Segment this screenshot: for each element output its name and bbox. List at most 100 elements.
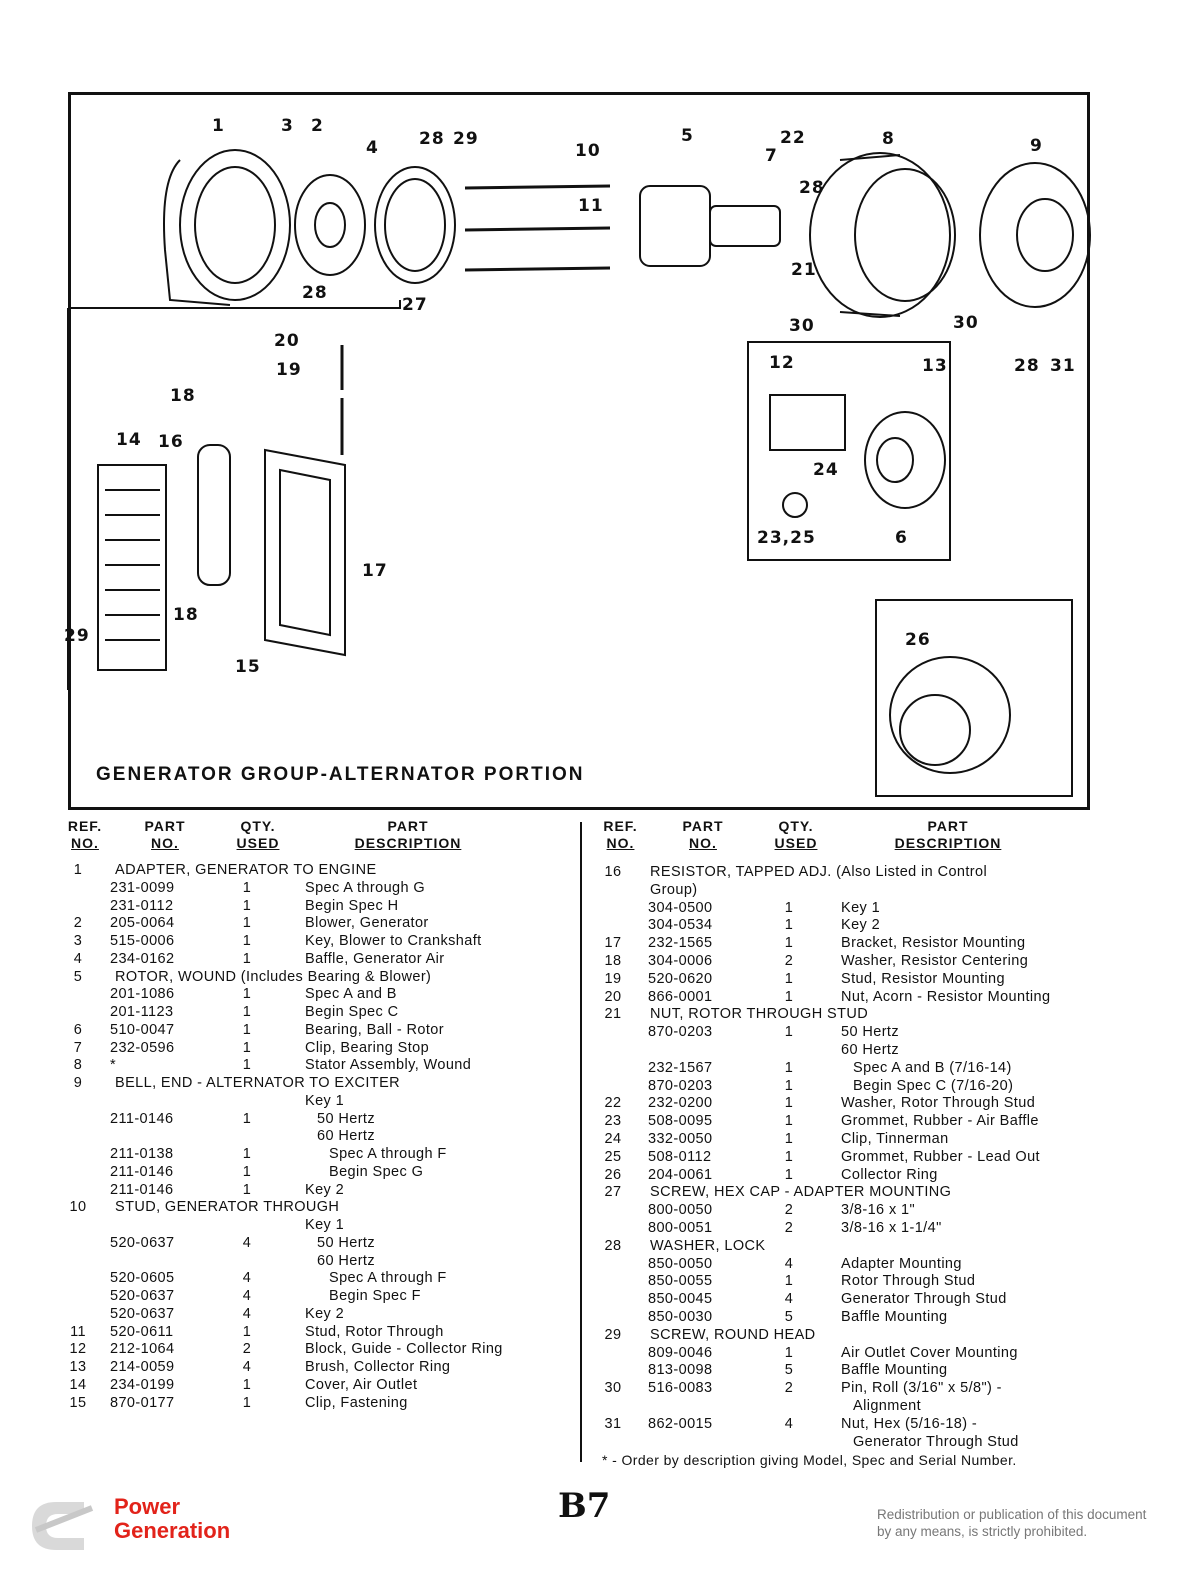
ref-number: 13 [69, 1359, 87, 1375]
part-description: Grommet, Rubber - Lead Out [841, 1148, 1040, 1165]
part-number: 211-0146 [110, 1110, 174, 1127]
ref-number: 23 [604, 1113, 622, 1130]
part-number: 800-0050 [648, 1202, 713, 1219]
stator-drawing [809, 152, 951, 318]
part-number: 510-0047 [110, 1021, 175, 1038]
qty-used: 1 [242, 1181, 252, 1198]
callout: 4 [366, 138, 379, 158]
part-number: 232-0596 [110, 1039, 175, 1056]
figure-title: GENERATOR GROUP-ALTERNATOR PORTION [96, 764, 585, 785]
qty-used: 4 [784, 1255, 794, 1272]
part-description: 50 Hertz [317, 1110, 375, 1127]
part-number: 232-0200 [648, 1095, 713, 1112]
ref-number: 22 [604, 1095, 622, 1112]
ref-number: 11 [70, 1323, 86, 1340]
part-number: 870-0203 [648, 1077, 713, 1094]
part-number: 866-0001 [648, 988, 713, 1005]
part-number: 304-0500 [648, 899, 713, 916]
part-number: 201-1086 [110, 986, 175, 1003]
page-number: B7 [558, 1486, 611, 1526]
part-description: Group) [650, 881, 698, 898]
qty-used: 1 [242, 1376, 252, 1393]
part-number: 813-0098 [648, 1362, 713, 1379]
part-number: 870-0203 [648, 1024, 713, 1041]
part-description: Generator Through Stud [853, 1433, 1019, 1450]
part-description: Baffle Mounting [841, 1362, 948, 1379]
part-description: Clip, Fastening [305, 1394, 408, 1411]
baffle-drawing [374, 166, 456, 284]
part-description: Air Outlet Cover Mounting [841, 1344, 1018, 1361]
part-number: 232-1567 [648, 1059, 713, 1076]
qty-used: 2 [784, 953, 794, 969]
ref-number: 29 [604, 1326, 622, 1343]
part-number: 809-0046 [648, 1344, 713, 1361]
part-number: 201-1123 [110, 1004, 174, 1020]
part-description: Begin Spec H [305, 897, 399, 914]
part-description: 50 Hertz [841, 1024, 899, 1041]
part-description: Begin Spec F [329, 1288, 421, 1304]
callout: 21 [791, 260, 817, 280]
part-description: Spec A through F [329, 1146, 447, 1162]
qty-used: 1 [784, 1131, 794, 1147]
callout: 3 [281, 116, 294, 136]
part-description: Block, Guide - Collector Ring [305, 1341, 503, 1358]
qty-used: 1 [784, 1113, 794, 1130]
part-description: 60 Hertz [317, 1128, 375, 1145]
ref-number: 9 [73, 1075, 83, 1091]
qty-used: 1 [784, 1148, 794, 1165]
part-description: Alignment [853, 1398, 922, 1414]
exploded-view-drawing [67, 149, 1091, 797]
logo-line-2: Generation [114, 1518, 231, 1543]
part-description: Begin Spec C [305, 1004, 399, 1020]
ref-number: 31 [604, 1415, 622, 1432]
part-description: Generator Through Stud [841, 1291, 1007, 1308]
part-description: 60 Hertz [841, 1042, 899, 1058]
part-description: Key, Blower to Crankshaft [305, 933, 482, 949]
qty-used: 1 [784, 1024, 794, 1041]
ref-number: 24 [604, 1131, 622, 1147]
end-bell-drawing [979, 162, 1091, 308]
part-description: Stator Assembly, Wound [305, 1057, 472, 1074]
part-number: 304-0534 [648, 917, 713, 934]
part-description: Key 2 [841, 917, 881, 934]
callout: 9 [1030, 136, 1043, 156]
part-number: 850-0055 [648, 1273, 713, 1290]
callout: 7 [765, 146, 778, 166]
part-description: Begin Spec C (7/16-20) [853, 1077, 1014, 1094]
part-description: STUD, GENERATOR THROUGH [115, 1199, 340, 1216]
qty-used: 1 [242, 1021, 252, 1038]
callout: 28 [799, 178, 825, 198]
callout: 8 [882, 129, 895, 149]
part-description: Key 2 [305, 1181, 345, 1198]
qty-used: 1 [242, 933, 252, 949]
ref-number: 6 [73, 1021, 83, 1038]
part-description: ROTOR, WOUND (Includes Bearing & Blower) [115, 968, 432, 985]
callout: 31 [1050, 356, 1076, 376]
part-number: 516-0083 [648, 1380, 713, 1397]
adapter-drawing [179, 149, 291, 301]
part-description: Brush, Collector Ring [305, 1359, 451, 1375]
ref-number: 20 [604, 988, 622, 1005]
part-description: Adapter Mounting [841, 1255, 962, 1272]
brush-block-drawing [769, 394, 846, 451]
part-number: 508-0112 [648, 1148, 712, 1165]
part-number: 214-0059 [110, 1359, 175, 1375]
callout: 26 [905, 630, 931, 650]
qty-used: 4 [784, 1415, 794, 1432]
part-description: Baffle Mounting [841, 1309, 948, 1325]
qty-used: 1 [242, 1163, 252, 1180]
qty-used: 2 [242, 1341, 252, 1358]
part-number: 205-0064 [110, 915, 175, 932]
ref-number: 14 [69, 1376, 87, 1393]
part-description: Washer, Resistor Centering [841, 953, 1029, 969]
part-number: 231-0099 [110, 879, 175, 896]
ref-number: 28 [604, 1237, 622, 1254]
qty-used: 1 [242, 1004, 252, 1020]
part-description: Bearing, Ball - Rotor [305, 1021, 444, 1038]
part-number: 515-0006 [110, 933, 175, 949]
qty-used: 1 [784, 935, 794, 952]
ref-number: 4 [73, 950, 83, 967]
bearing-drawing [864, 411, 946, 509]
